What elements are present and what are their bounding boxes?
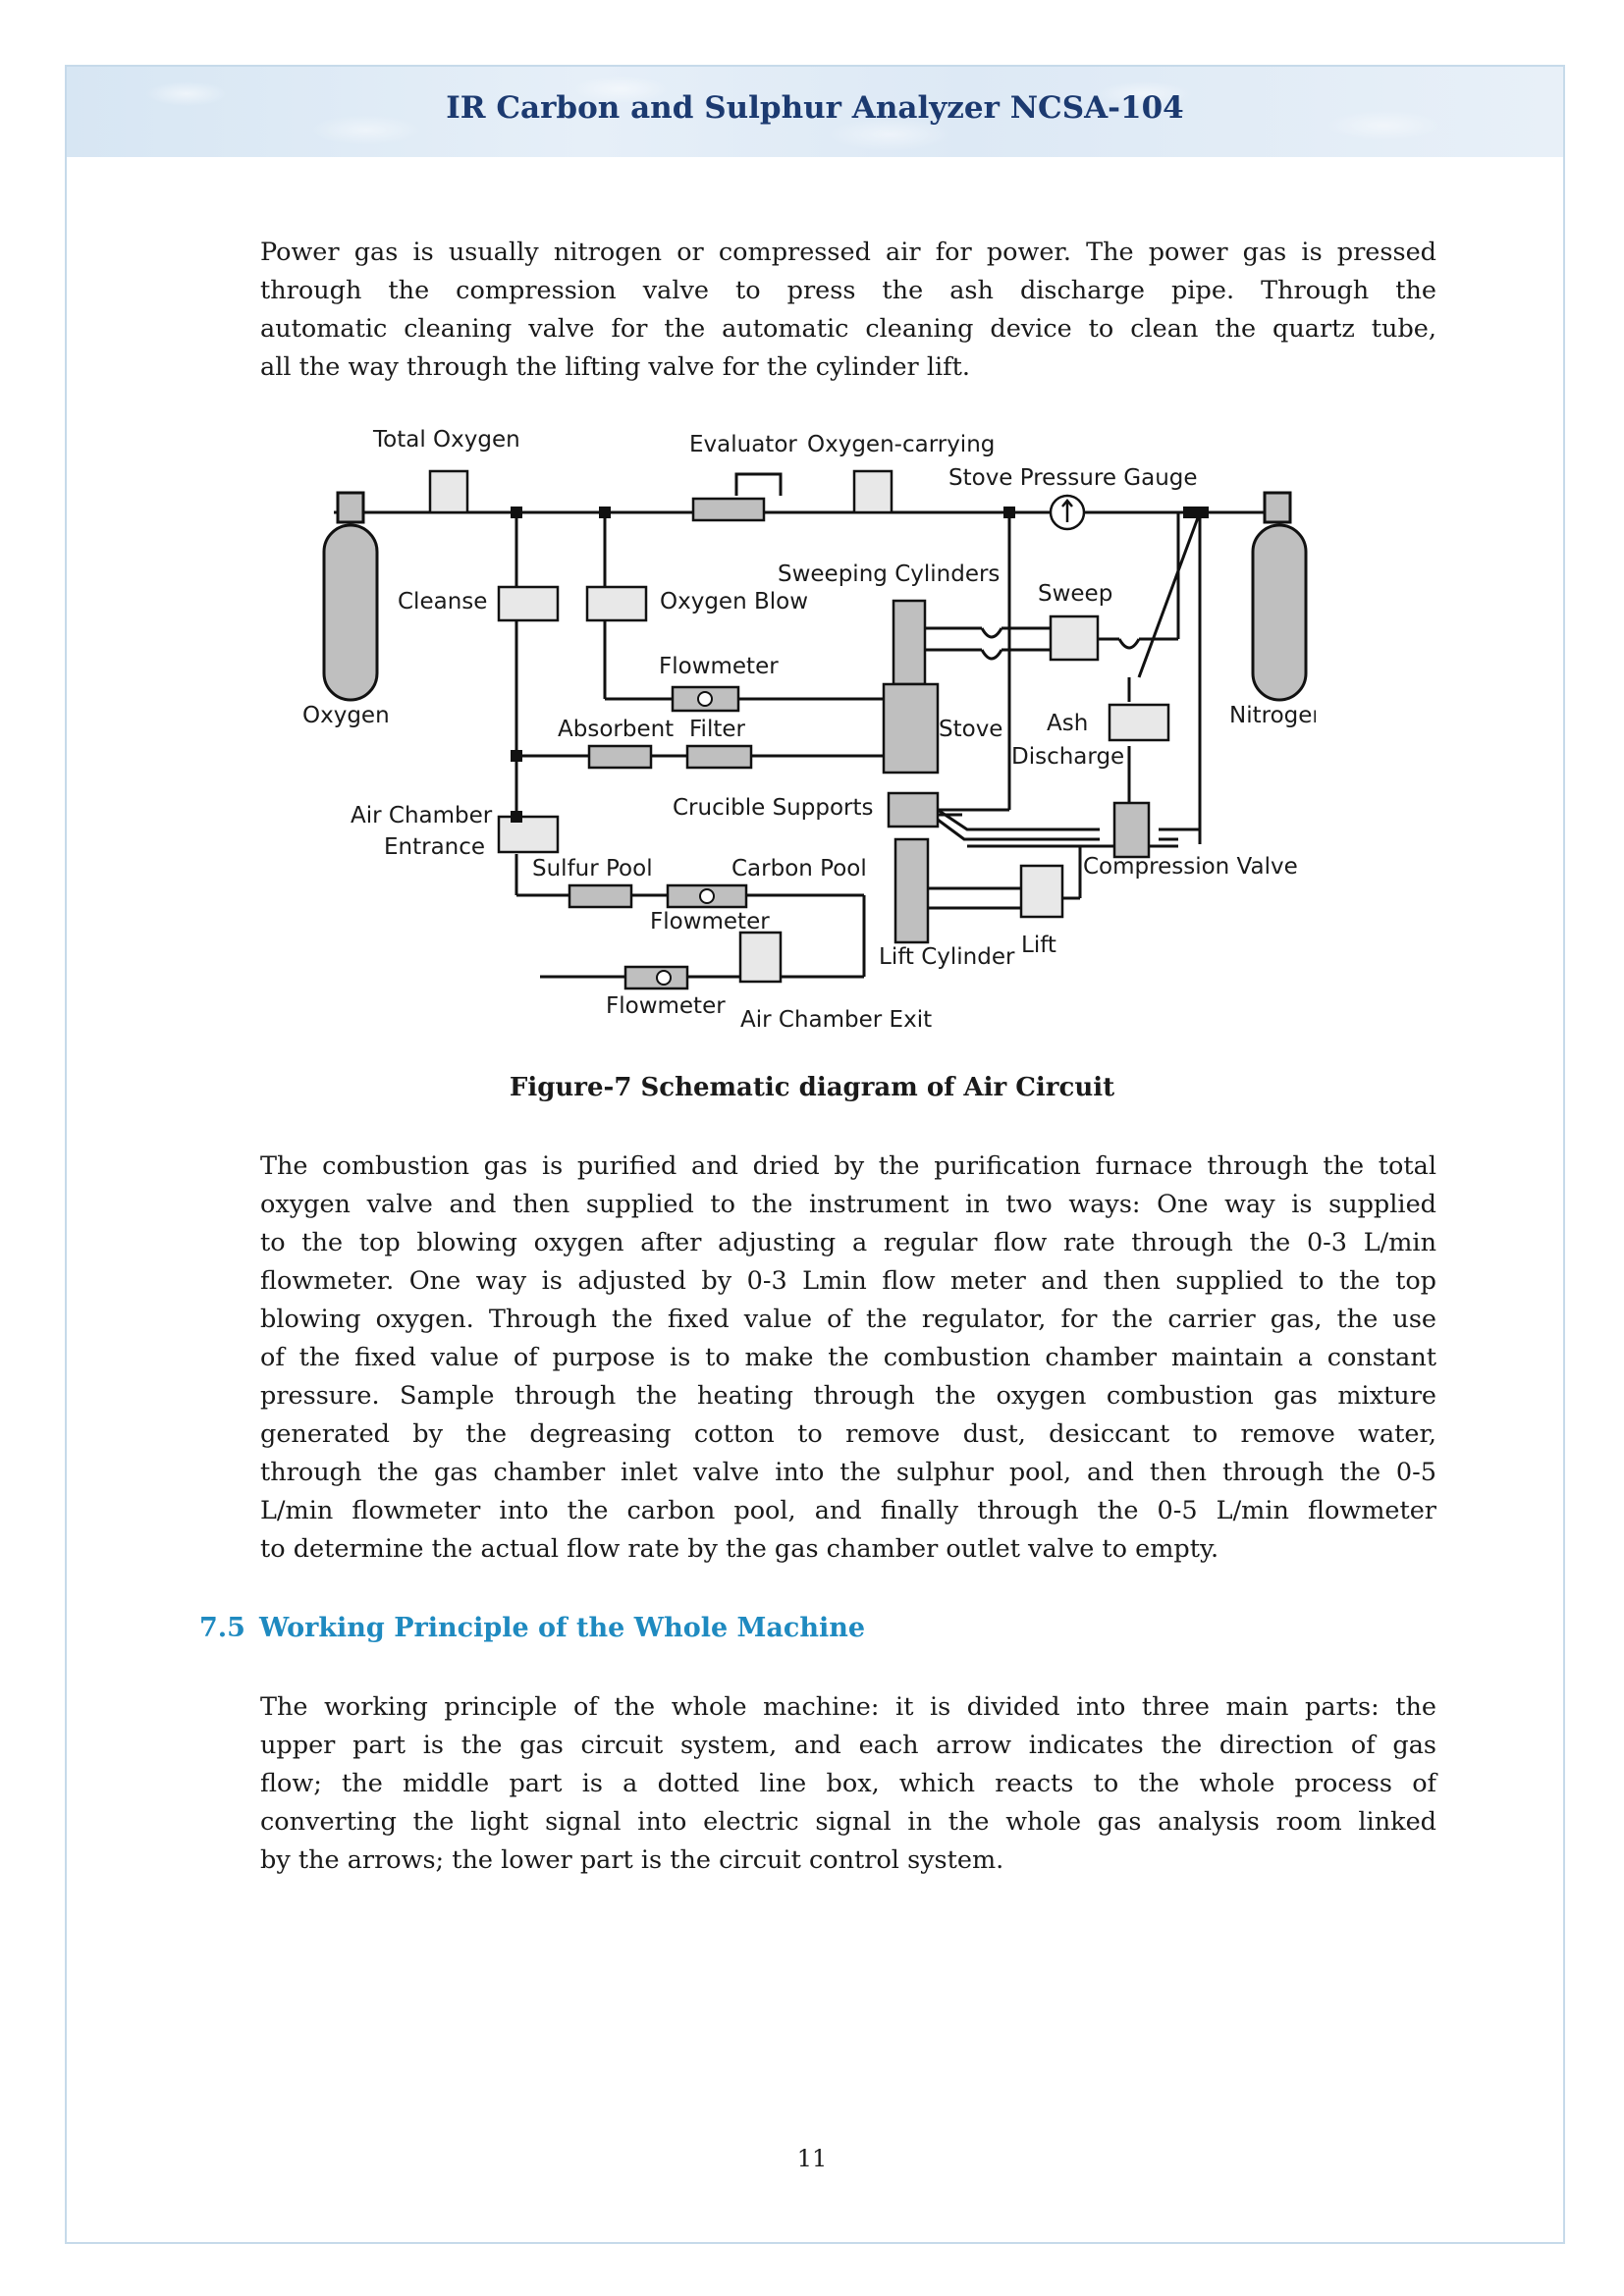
stove-component — [882, 682, 940, 774]
sweeping-cylinder-component — [892, 599, 927, 686]
text-line: Power gas is usually nitrogen or compres… — [260, 238, 1436, 267]
text-line: The combustion gas is purified and dried… — [260, 1151, 1436, 1181]
label-flowmeter-mid: Flowmeter — [650, 909, 770, 934]
cleanse-valve-icon — [497, 585, 560, 622]
label-oxygen: Oxygen — [302, 703, 390, 728]
text-line: to the top blowing oxygen after adjustin… — [260, 1228, 1436, 1257]
oxygen-carrying-valve-icon — [852, 469, 893, 514]
text-line: blowing oxygen. Through the fixed value … — [260, 1305, 1436, 1334]
nitrogen-cylinder-icon — [1208, 491, 1308, 702]
label-crucible-supports: Crucible Supports — [673, 795, 873, 821]
sulfur-pool-component — [568, 883, 633, 909]
label-carbon-pool: Carbon Pool — [731, 856, 867, 881]
section-number: 7.5 — [199, 1613, 245, 1643]
page-frame — [65, 65, 1565, 2244]
label-evaluator: Evaluator — [689, 432, 797, 457]
label-lift: Lift — [1021, 933, 1056, 958]
air-circuit-diagram: Total Oxygen Evaluator Oxygen-carrying S… — [302, 427, 1316, 1033]
label-oxygen-blow: Oxygen Blow — [660, 589, 808, 614]
intro-paragraph: Power gas is usually nitrogen or compres… — [260, 234, 1436, 387]
label-air-chamber-exit: Air Chamber Exit — [740, 1007, 932, 1033]
label-sulfur-pool: Sulfur Pool — [532, 856, 653, 881]
label-flowmeter-bottom: Flowmeter — [606, 993, 726, 1019]
text-line: by the arrows; the lower part is the cir… — [260, 1845, 1004, 1875]
page-number: 11 — [796, 2145, 828, 2172]
lift-valve-icon — [1019, 864, 1064, 919]
air-chamber-entrance-valve-icon — [497, 815, 560, 854]
pressure-gauge-icon — [1049, 494, 1086, 531]
evaluator-component — [691, 497, 766, 522]
text-line: oxygen valve and then supplied to the in… — [260, 1190, 1436, 1219]
text-line: automatic cleaning valve for the automat… — [260, 314, 1436, 344]
header-banner: IR Carbon and Sulphur Analyzer NCSA-104 — [67, 67, 1563, 157]
text-line: through the gas chamber inlet valve into… — [260, 1458, 1436, 1487]
crucible-supports-component — [887, 791, 940, 828]
combustion-gas-paragraph: The combustion gas is purified and dried… — [260, 1148, 1436, 1569]
label-absorbent: Absorbent — [558, 717, 674, 742]
label-flowmeter-top: Flowmeter — [659, 654, 779, 679]
label-sweep: Sweep — [1038, 581, 1112, 607]
section-heading: 7.5 Working Principle of the Whole Machin… — [199, 1613, 865, 1643]
label-stove: Stove — [939, 717, 1002, 742]
text-line: pressure. Sample through the heating thr… — [260, 1381, 1436, 1411]
text-line: generated by the degreasing cotton to re… — [260, 1419, 1436, 1449]
text-line: to determine the actual flow rate by the… — [260, 1534, 1219, 1564]
air-chamber-exit-valve-icon — [738, 931, 783, 984]
text-line: all the way through the lifting valve fo… — [260, 352, 970, 382]
text-line: flow; the middle part is a dotted line b… — [260, 1769, 1436, 1798]
label-air-chamber: Air Chamber — [351, 803, 493, 828]
label-ash: Ash — [1047, 711, 1088, 736]
section-title: Working Principle of the Whole Machine — [258, 1613, 866, 1643]
oxygen-blow-valve-icon — [585, 585, 648, 622]
oxygen-cylinder-icon — [322, 491, 379, 702]
label-lift-cylinder: Lift Cylinder — [879, 944, 1015, 970]
label-cleanse: Cleanse — [398, 589, 487, 614]
compression-valve-component — [1112, 801, 1151, 859]
label-stove-pressure-gauge: Stove Pressure Gauge — [948, 465, 1198, 491]
figure-caption: Figure-7 Schematic diagram of Air Circui… — [509, 1073, 1115, 1102]
text-line: upper part is the gas circuit system, an… — [260, 1731, 1436, 1760]
text-line: L/min flowmeter into the carbon pool, an… — [260, 1496, 1436, 1525]
text-line: The working principle of the whole machi… — [260, 1692, 1436, 1722]
sweep-valve-icon — [1049, 614, 1100, 662]
label-nitrogen: Nitrogen — [1229, 703, 1316, 728]
text-line: through the compression valve to press t… — [260, 276, 1436, 305]
text-line: of the fixed value of purpose is to make… — [260, 1343, 1436, 1372]
filter-component — [685, 744, 753, 770]
label-sweeping-cylinders: Sweeping Cylinders — [778, 561, 1000, 587]
working-principle-paragraph: The working principle of the whole machi… — [260, 1688, 1436, 1880]
label-entrance: Entrance — [384, 834, 485, 860]
ash-discharge-valve-icon — [1108, 703, 1170, 742]
absorbent-component — [587, 744, 653, 770]
text-line: flowmeter. One way is adjusted by 0-3 Lm… — [260, 1266, 1436, 1296]
label-oxygen-carrying: Oxygen-carrying — [807, 432, 995, 457]
label-filter: Filter — [689, 717, 746, 742]
text-line: converting the light signal into electri… — [260, 1807, 1436, 1837]
total-oxygen-valve-icon — [428, 469, 469, 514]
label-total-oxygen: Total Oxygen — [372, 427, 520, 453]
lift-cylinder-component — [893, 837, 930, 944]
document-title: IR Carbon and Sulphur Analyzer NCSA-104 — [446, 90, 1184, 126]
label-discharge: Discharge — [1011, 744, 1124, 770]
label-compression-valve: Compression Valve — [1083, 854, 1298, 880]
